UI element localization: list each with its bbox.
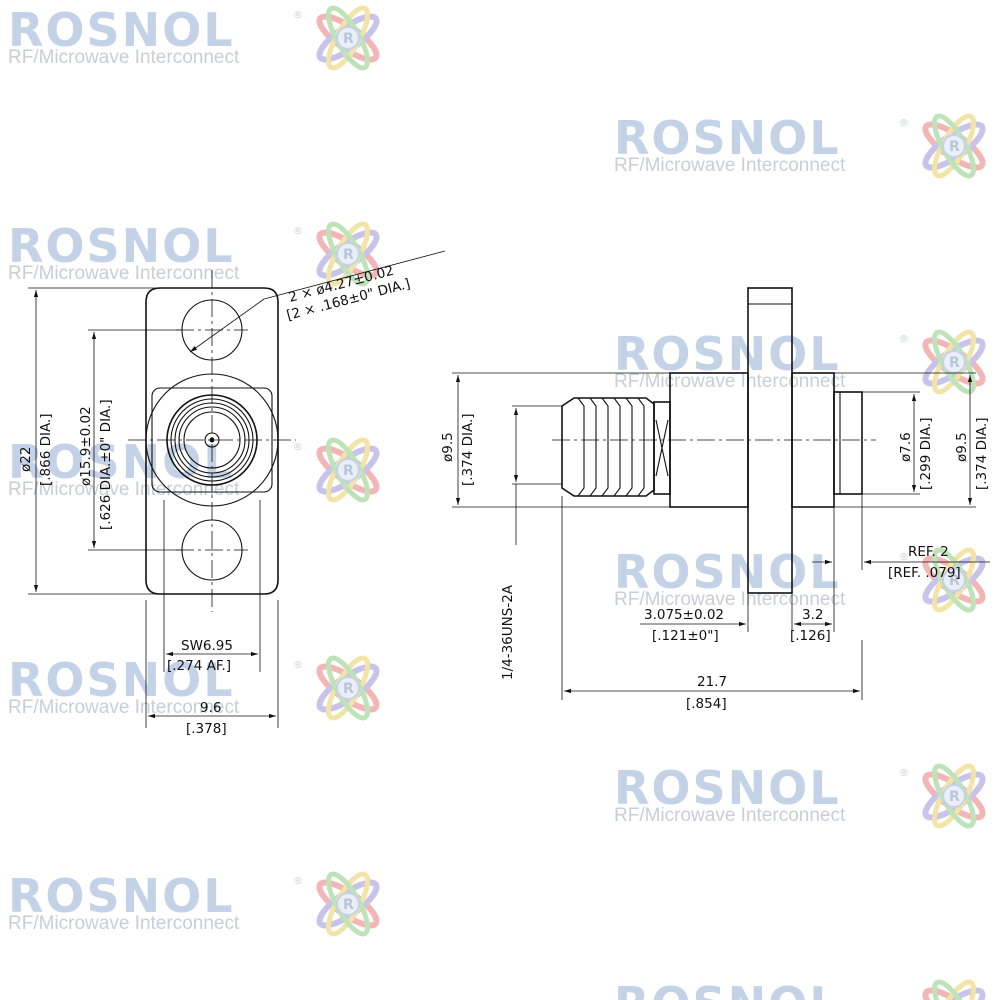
width-dim: 9.6: [200, 700, 221, 716]
height-dim-imperial: [.866 DIA.]: [38, 413, 54, 486]
length-dim: 21.7: [697, 674, 727, 690]
flange-body: [747, 287, 793, 594]
leader-line: [189, 298, 265, 353]
front-insert: [833, 391, 863, 495]
hex-dim-imperial: [.274 AF.]: [167, 658, 231, 674]
ref-dim: REF. 2: [908, 544, 949, 560]
flange-thk-dim-imperial: [.126]: [790, 628, 831, 644]
left-dia-dim: ø9.5: [440, 432, 456, 462]
left-dia-dim-imperial: [.374 DIA.]: [460, 413, 476, 486]
side-view: ø9.5 [.374 DIA.] 1/4-36UNS-2A ø7.6 [.299…: [440, 287, 990, 712]
inner-dia-dim-imperial: [.299 DIA.]: [918, 417, 934, 490]
inner-dia-dim: ø7.6: [898, 432, 914, 462]
front-view: 2 × ø4.27±0.02 [2 × .168±0" DIA.] ø22 [.…: [18, 250, 446, 737]
ref-dim-imperial: [REF. .079]: [888, 565, 961, 581]
flange-thk-dim: 3.2: [802, 607, 823, 623]
hex-dim: SW6.95: [181, 638, 233, 654]
hole-spacing-dim: ø15.9±0.02: [78, 406, 94, 486]
thread-body: [561, 397, 655, 497]
right-dia-dim: ø9.5: [954, 432, 970, 462]
thread-spec: 1/4-36UNS-2A: [500, 584, 516, 680]
hole-spacing-dim-imperial: [.626 DIA.±0" DIA.]: [98, 399, 114, 530]
hex-mark: [655, 419, 669, 477]
flange-pos-dim: 3.075±0.02: [644, 607, 724, 623]
flange-pos-dim-imperial: [.121±0"]: [652, 628, 719, 644]
width-dim-imperial: [.378]: [186, 721, 227, 737]
flange-outline: [145, 287, 279, 595]
leader-line: [263, 250, 446, 300]
right-dia-dim-imperial: [.374 DIA.]: [974, 417, 990, 490]
height-dim: ø22: [18, 447, 34, 472]
length-dim-imperial: [.854]: [686, 696, 727, 712]
thread-lines: [577, 397, 645, 497]
